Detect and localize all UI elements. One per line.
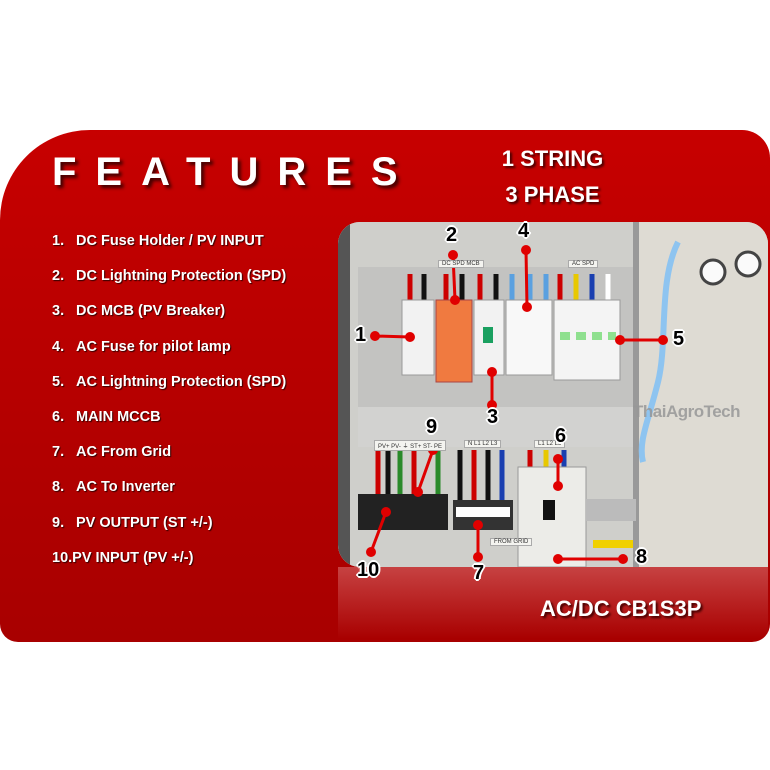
feature-item: 9.PV OUTPUT (ST +/-) <box>52 514 213 531</box>
string-count: 1 STRING <box>501 146 604 171</box>
marker-1: 1 <box>355 324 367 346</box>
marker-9: 9 <box>426 416 438 438</box>
feature-item: 7.AC From Grid <box>52 444 172 461</box>
feature-item: 2.DC Lightning Protection (SPD) <box>52 268 287 285</box>
marker-2: 2 <box>446 224 458 246</box>
model-name: AC/DC CB1S3P <box>540 596 702 621</box>
marker-6: 6 <box>555 425 567 447</box>
mccb-label: L1 L2 L3 <box>534 440 566 448</box>
marker-10: 10 <box>357 559 380 581</box>
feature-item: 8.AC To Inverter <box>52 479 175 496</box>
feature-list: 1.DC Fuse Holder / PV INPUT 2.DC Lightni… <box>52 232 286 584</box>
grid-terminal-label: N L1 L2 L3 <box>464 440 502 448</box>
feature-item: 5.AC Lightning Protection (SPD) <box>52 373 287 390</box>
marker-3: 3 <box>487 406 499 428</box>
from-grid-label: FROM GRID <box>490 538 533 546</box>
features-title: FEATURES <box>52 150 417 194</box>
watermark: ThaiAgroTech <box>633 402 741 421</box>
feature-item: 6.MAIN MCCB <box>52 408 161 425</box>
marker-5: 5 <box>673 328 685 350</box>
marker-8: 8 <box>636 546 648 568</box>
feature-item: 4.AC Fuse for pilot lamp <box>52 338 231 355</box>
dc-panel-label: DC SPD MCB <box>438 260 484 268</box>
feature-item: 10.PV INPUT (PV +/-) <box>52 549 194 566</box>
pv-terminal-label: PV+ PV- ⏚ ST+ ST- PE <box>374 440 447 451</box>
marker-7: 7 <box>473 562 485 584</box>
control-panel-photo: DC SPD MCB AC SPD PV+ PV- ⏚ ST+ ST- PE N… <box>338 222 768 567</box>
feature-item: 3.DC MCB (PV Breaker) <box>52 303 226 320</box>
phase-count: 3 PHASE <box>505 182 600 207</box>
marker-4: 4 <box>518 220 530 242</box>
ac-spd-label: AC SPD <box>568 260 599 268</box>
panel-illustration <box>338 222 768 567</box>
photo-reflection <box>338 567 768 639</box>
feature-item: 1.DC Fuse Holder / PV INPUT <box>52 233 264 249</box>
